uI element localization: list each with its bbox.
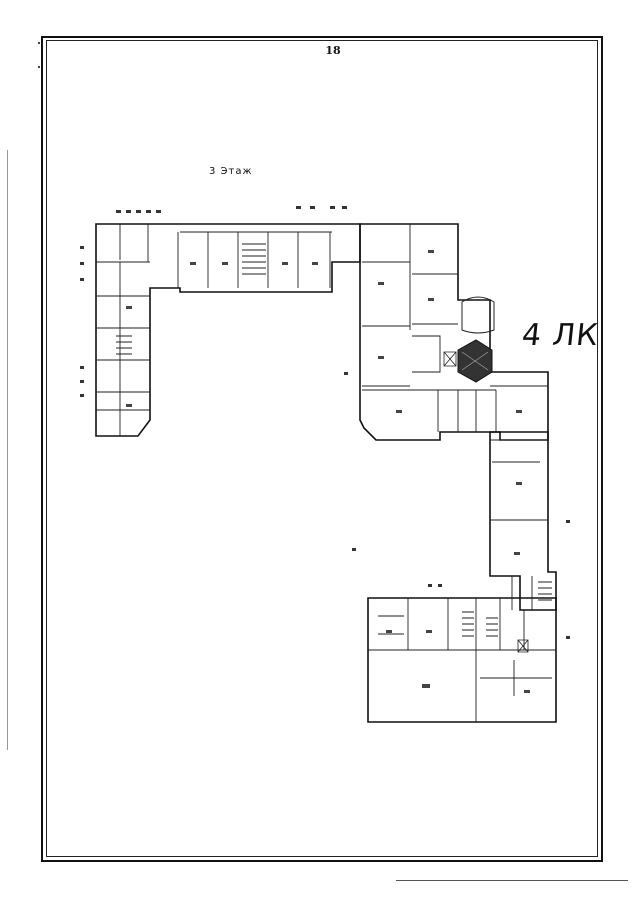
scan-edge-mark [7,150,8,750]
scan-dot [38,42,40,44]
south-block-wall [367,597,557,723]
east-wing-wall [489,431,557,611]
page-frame-inner [46,40,598,857]
page-frame-outer [41,36,603,862]
central-block-wall [359,223,549,441]
page-number: 18 [325,44,341,57]
west-wing-wall [95,223,361,437]
floor-title: 3 Этаж [209,166,253,177]
central-stair-well [457,339,493,383]
scan-dot [38,66,40,68]
bottom-rule [396,880,628,881]
bay-window [461,296,495,334]
